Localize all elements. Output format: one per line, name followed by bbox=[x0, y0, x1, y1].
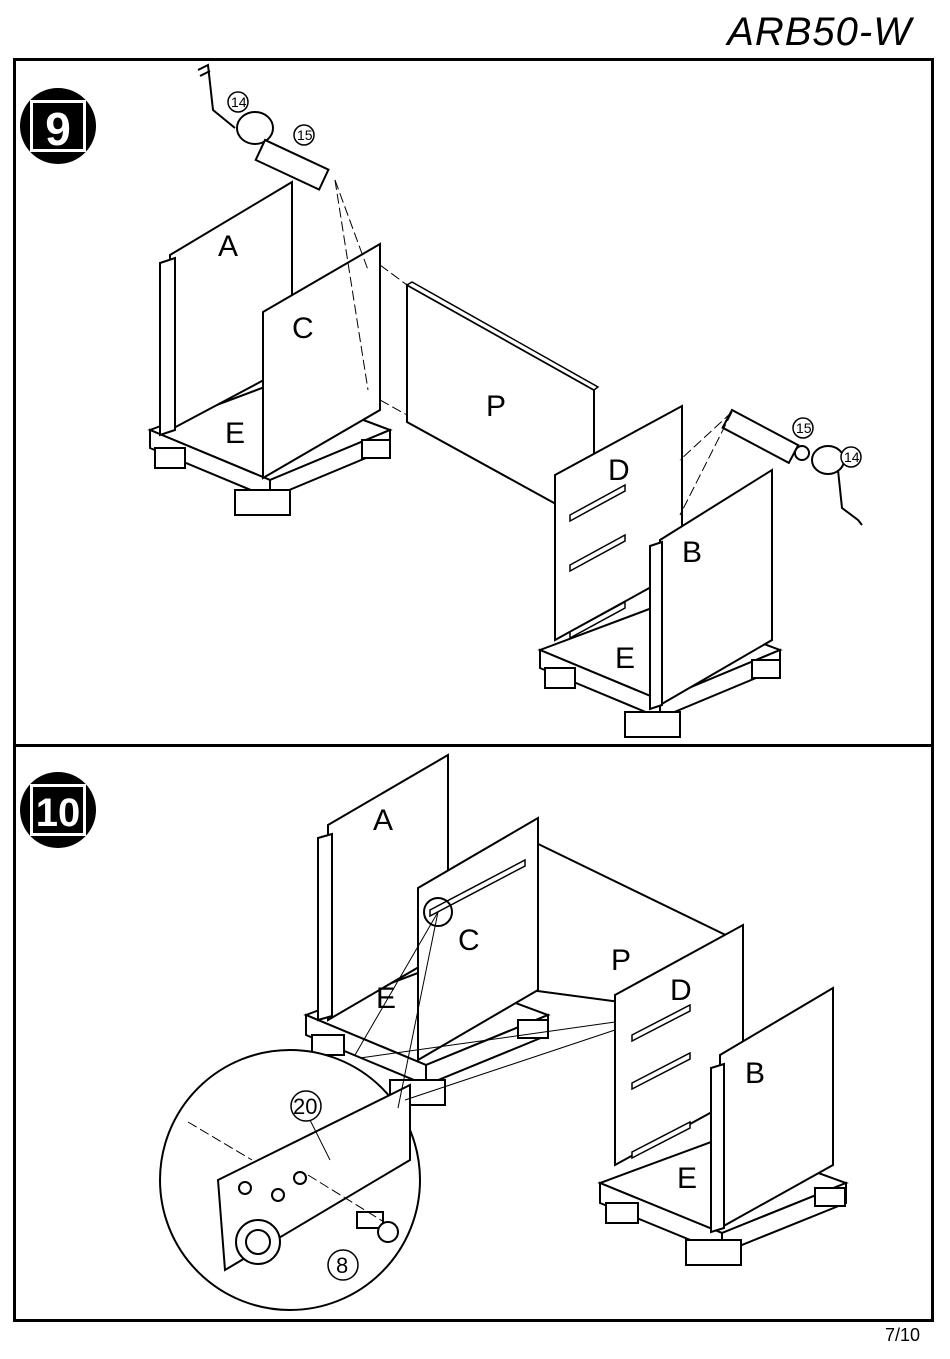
step9-screw-right bbox=[723, 410, 809, 463]
step9-label-a: A bbox=[218, 230, 238, 263]
step9-part-14-right: 14 bbox=[844, 449, 860, 465]
step10-part-8: 8 bbox=[336, 1253, 348, 1278]
step9-label-d: D bbox=[608, 454, 630, 487]
step10-label-e-right: E bbox=[677, 1162, 697, 1195]
step9-label-c: C bbox=[292, 312, 314, 345]
page-number: 7/10 bbox=[885, 1325, 920, 1346]
step9-right-post bbox=[650, 542, 662, 709]
step10-label-p: P bbox=[611, 944, 631, 977]
step10-label-a: A bbox=[373, 804, 393, 837]
step10-label-b: B bbox=[745, 1057, 765, 1090]
step10-right-post bbox=[711, 1064, 724, 1232]
step9-part-14-left: 14 bbox=[231, 94, 247, 110]
step9-label-p: P bbox=[486, 390, 506, 423]
step9-label-b: B bbox=[682, 536, 702, 569]
step9-part-15-right: 15 bbox=[796, 420, 812, 436]
step10-part-20: 20 bbox=[293, 1094, 317, 1119]
step9-label-e-left: E bbox=[225, 417, 245, 450]
step9-part-15-left: 15 bbox=[297, 127, 313, 143]
step9-left-post bbox=[160, 258, 175, 435]
step10-left-post bbox=[318, 834, 332, 1020]
step10-label-c: C bbox=[458, 924, 480, 957]
step9-label-e-right: E bbox=[615, 642, 635, 675]
step10-label-e-left: E bbox=[376, 982, 396, 1015]
step10-label-d: D bbox=[670, 974, 692, 1007]
